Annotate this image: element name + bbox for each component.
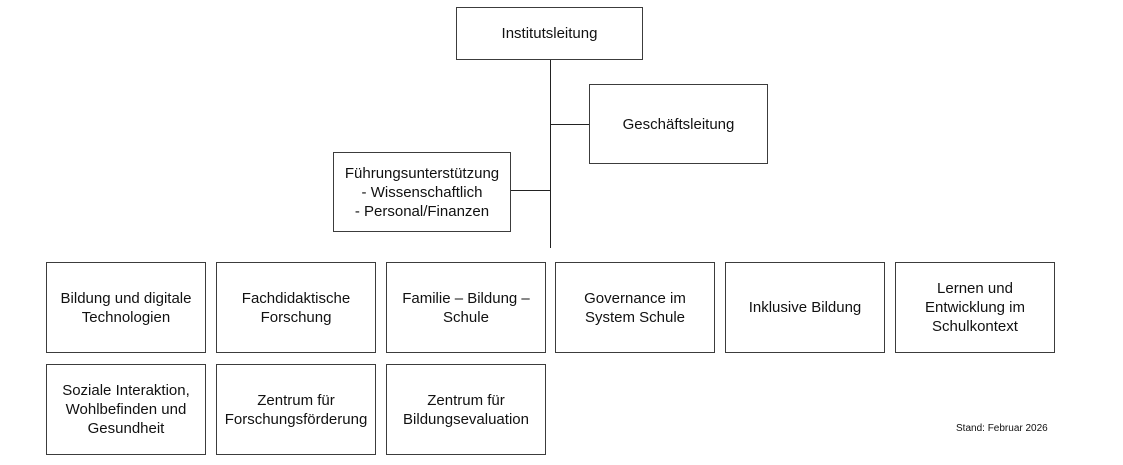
department-box: Zentrum für Forschungsförderung xyxy=(216,364,376,455)
management-connector xyxy=(550,124,590,125)
department-box: Inklusive Bildung xyxy=(725,262,885,353)
department-box: Soziale Interaktion, Wohlbefinden und Ge… xyxy=(46,364,206,455)
department-box: Zentrum für Bildungsevaluation xyxy=(386,364,546,455)
fuehrungsunterstuetzung-box: Führungsunterstützung - Wissenschaftlich… xyxy=(333,152,511,232)
trunk-line xyxy=(550,59,551,248)
department-box: Lernen und Entwicklung im Schulkontext xyxy=(895,262,1055,353)
department-box: Fachdidaktische Forschung xyxy=(216,262,376,353)
department-box: Governance im System Schule xyxy=(555,262,715,353)
stand-note: Stand: Februar 2026 xyxy=(956,423,1048,434)
geschaeftsleitung-box: Geschäftsleitung xyxy=(589,84,768,164)
institutsleitung-box: Institutsleitung xyxy=(456,7,643,60)
support-connector xyxy=(510,190,551,191)
department-box: Familie – Bildung – Schule xyxy=(386,262,546,353)
department-box: Bildung und digitale Technologien xyxy=(46,262,206,353)
